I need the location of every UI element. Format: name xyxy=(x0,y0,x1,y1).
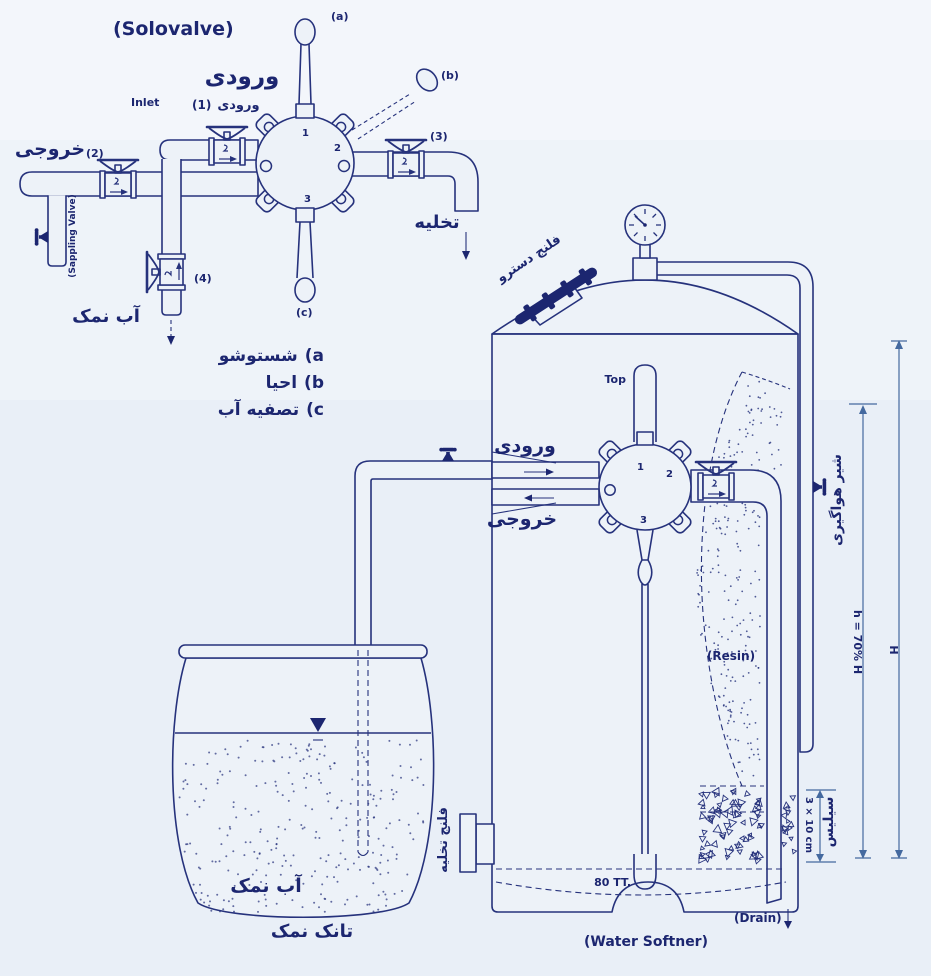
legend: شستوشو (a احیا (b تصفیه آب (c xyxy=(218,346,324,420)
valve-1-label: (1) ورودی xyxy=(192,98,260,113)
tank-multiport-valve xyxy=(596,431,694,536)
legend-a-text: شستوشو xyxy=(218,346,298,366)
port-2: 2 xyxy=(334,143,341,154)
drain-out-label: (Drain) xyxy=(734,911,782,925)
handle-c-label: (c) xyxy=(296,306,313,319)
handle-b-label: (b) xyxy=(441,69,459,82)
port-1: 1 xyxy=(302,128,309,139)
silica-dim-label: 3 × 10 cm xyxy=(803,797,814,853)
dip-tube-cap xyxy=(357,851,369,857)
lever-a-handle xyxy=(294,18,316,46)
outlet-pipe xyxy=(19,171,259,197)
riser-top xyxy=(633,364,657,442)
air-valve-label: شیر هواگیری xyxy=(828,454,845,546)
silica-texture xyxy=(697,786,798,865)
paper-shade-top xyxy=(0,0,931,140)
top-label: Top xyxy=(605,373,627,386)
legend-c-text: تصفیه آب xyxy=(218,398,299,420)
h-dim-label: h = 70% H xyxy=(851,610,864,674)
handhole-flange-icon xyxy=(514,267,598,326)
valve-1-word: ورودی xyxy=(217,98,259,113)
tank-outlet-pipe xyxy=(491,488,600,506)
legend-b: احیا (b xyxy=(266,373,324,393)
silica-dimension xyxy=(806,789,836,863)
brine-line-pipe xyxy=(354,460,493,647)
drain-pipe-elbow xyxy=(351,151,479,212)
tank-outlet-label: خروجی xyxy=(487,508,557,530)
lever-a-shaft xyxy=(298,43,312,105)
multiport-valve-body xyxy=(253,103,357,223)
valve-2-num: (2) xyxy=(86,147,104,160)
gauge-tee xyxy=(632,257,658,281)
inlet-en-label: Inlet xyxy=(131,96,159,109)
legend-b-text: احیا xyxy=(266,373,297,393)
drain-flange-icon xyxy=(459,813,495,873)
solovalve-title: (Solovalve) xyxy=(113,18,234,40)
salt-tank: آب نمک تانک نمک xyxy=(171,644,435,942)
brine-arrow-icon xyxy=(167,336,175,345)
port-3: 3 xyxy=(304,194,311,205)
outlet-fa-label: خروجی xyxy=(15,138,85,160)
tank-port-2: 2 xyxy=(666,469,673,480)
tank-inlet-pipe xyxy=(491,461,600,479)
salt-tank-barrel xyxy=(171,657,435,918)
tank-drain-pipe xyxy=(690,469,782,904)
sampling-valve-label: (Sappling Valve) xyxy=(68,194,78,277)
riser-taper xyxy=(636,529,654,561)
brine-drop-pipe xyxy=(161,159,182,316)
valve-1-num: (1) xyxy=(192,98,211,112)
drain-fa-label: تخلیه xyxy=(414,212,459,233)
water-level-marker-icon xyxy=(310,718,326,732)
brine-dip-tube xyxy=(357,650,369,852)
riser-strainer xyxy=(633,854,657,890)
lever-b-handle xyxy=(415,68,439,92)
lever-b-dashed xyxy=(351,93,417,140)
drain-flange-label: فلنج تخلیه xyxy=(436,807,451,873)
outlet-flow-arrow-icon xyxy=(524,494,532,502)
drain-arrow-icon xyxy=(462,251,470,260)
legend-a-mark: (a xyxy=(305,346,324,366)
silica-label: سیلیس xyxy=(821,797,837,848)
valve-3-num: (3) xyxy=(430,130,448,143)
brine-fa-label: آب نمک xyxy=(72,304,141,327)
inlet-flow-arrow-icon xyxy=(546,468,554,476)
lever-c-handle xyxy=(294,277,316,303)
brine-texture xyxy=(178,739,425,913)
nozzle-flare-lines xyxy=(491,451,557,515)
drain-out-arrow-icon xyxy=(784,921,792,929)
H-dim-label: H xyxy=(887,645,900,654)
tank-caption: (Water Softner) xyxy=(584,934,708,950)
tank-inlet-label: ورودی xyxy=(494,435,556,457)
air-vent-pipe xyxy=(655,261,814,753)
legend-c: تصفیه آب (c xyxy=(218,398,324,420)
dished-bottom-dash xyxy=(495,881,787,896)
silica-level-dashes xyxy=(700,785,764,813)
salt-tank-lid xyxy=(178,644,428,659)
h-dimension xyxy=(849,403,877,859)
valve-4-num: (4) xyxy=(194,272,212,285)
legend-a: شستوشو (a xyxy=(218,346,324,366)
strainer-label: 80 TT. xyxy=(594,876,631,889)
legend-c-mark: (c xyxy=(306,400,324,420)
salt-water-label: آب نمک xyxy=(230,873,302,897)
H-dimension xyxy=(891,340,907,859)
pressure-gauge-icon xyxy=(624,204,666,246)
gauge-stem xyxy=(639,243,651,259)
sampling-tee-pipe xyxy=(47,195,67,267)
tank-port-3: 3 xyxy=(640,515,647,526)
inlet-fa-label: ورودی xyxy=(205,64,280,90)
salt-tank-label: تانک نمک xyxy=(271,921,353,942)
solovalve-detail: (Solovalve) (a) (b) (c) ورودی Inlet (1) و… xyxy=(15,10,479,420)
resin-boundary xyxy=(700,371,743,787)
riser-tube xyxy=(641,584,649,854)
resin-label: (Resin) xyxy=(707,649,755,663)
lever-c-shaft xyxy=(296,221,314,279)
legend-b-mark: (b xyxy=(304,373,324,393)
riser-bulb xyxy=(637,559,653,586)
handle-a-label: (a) xyxy=(331,10,348,23)
tank-port-1: 1 xyxy=(637,462,644,473)
